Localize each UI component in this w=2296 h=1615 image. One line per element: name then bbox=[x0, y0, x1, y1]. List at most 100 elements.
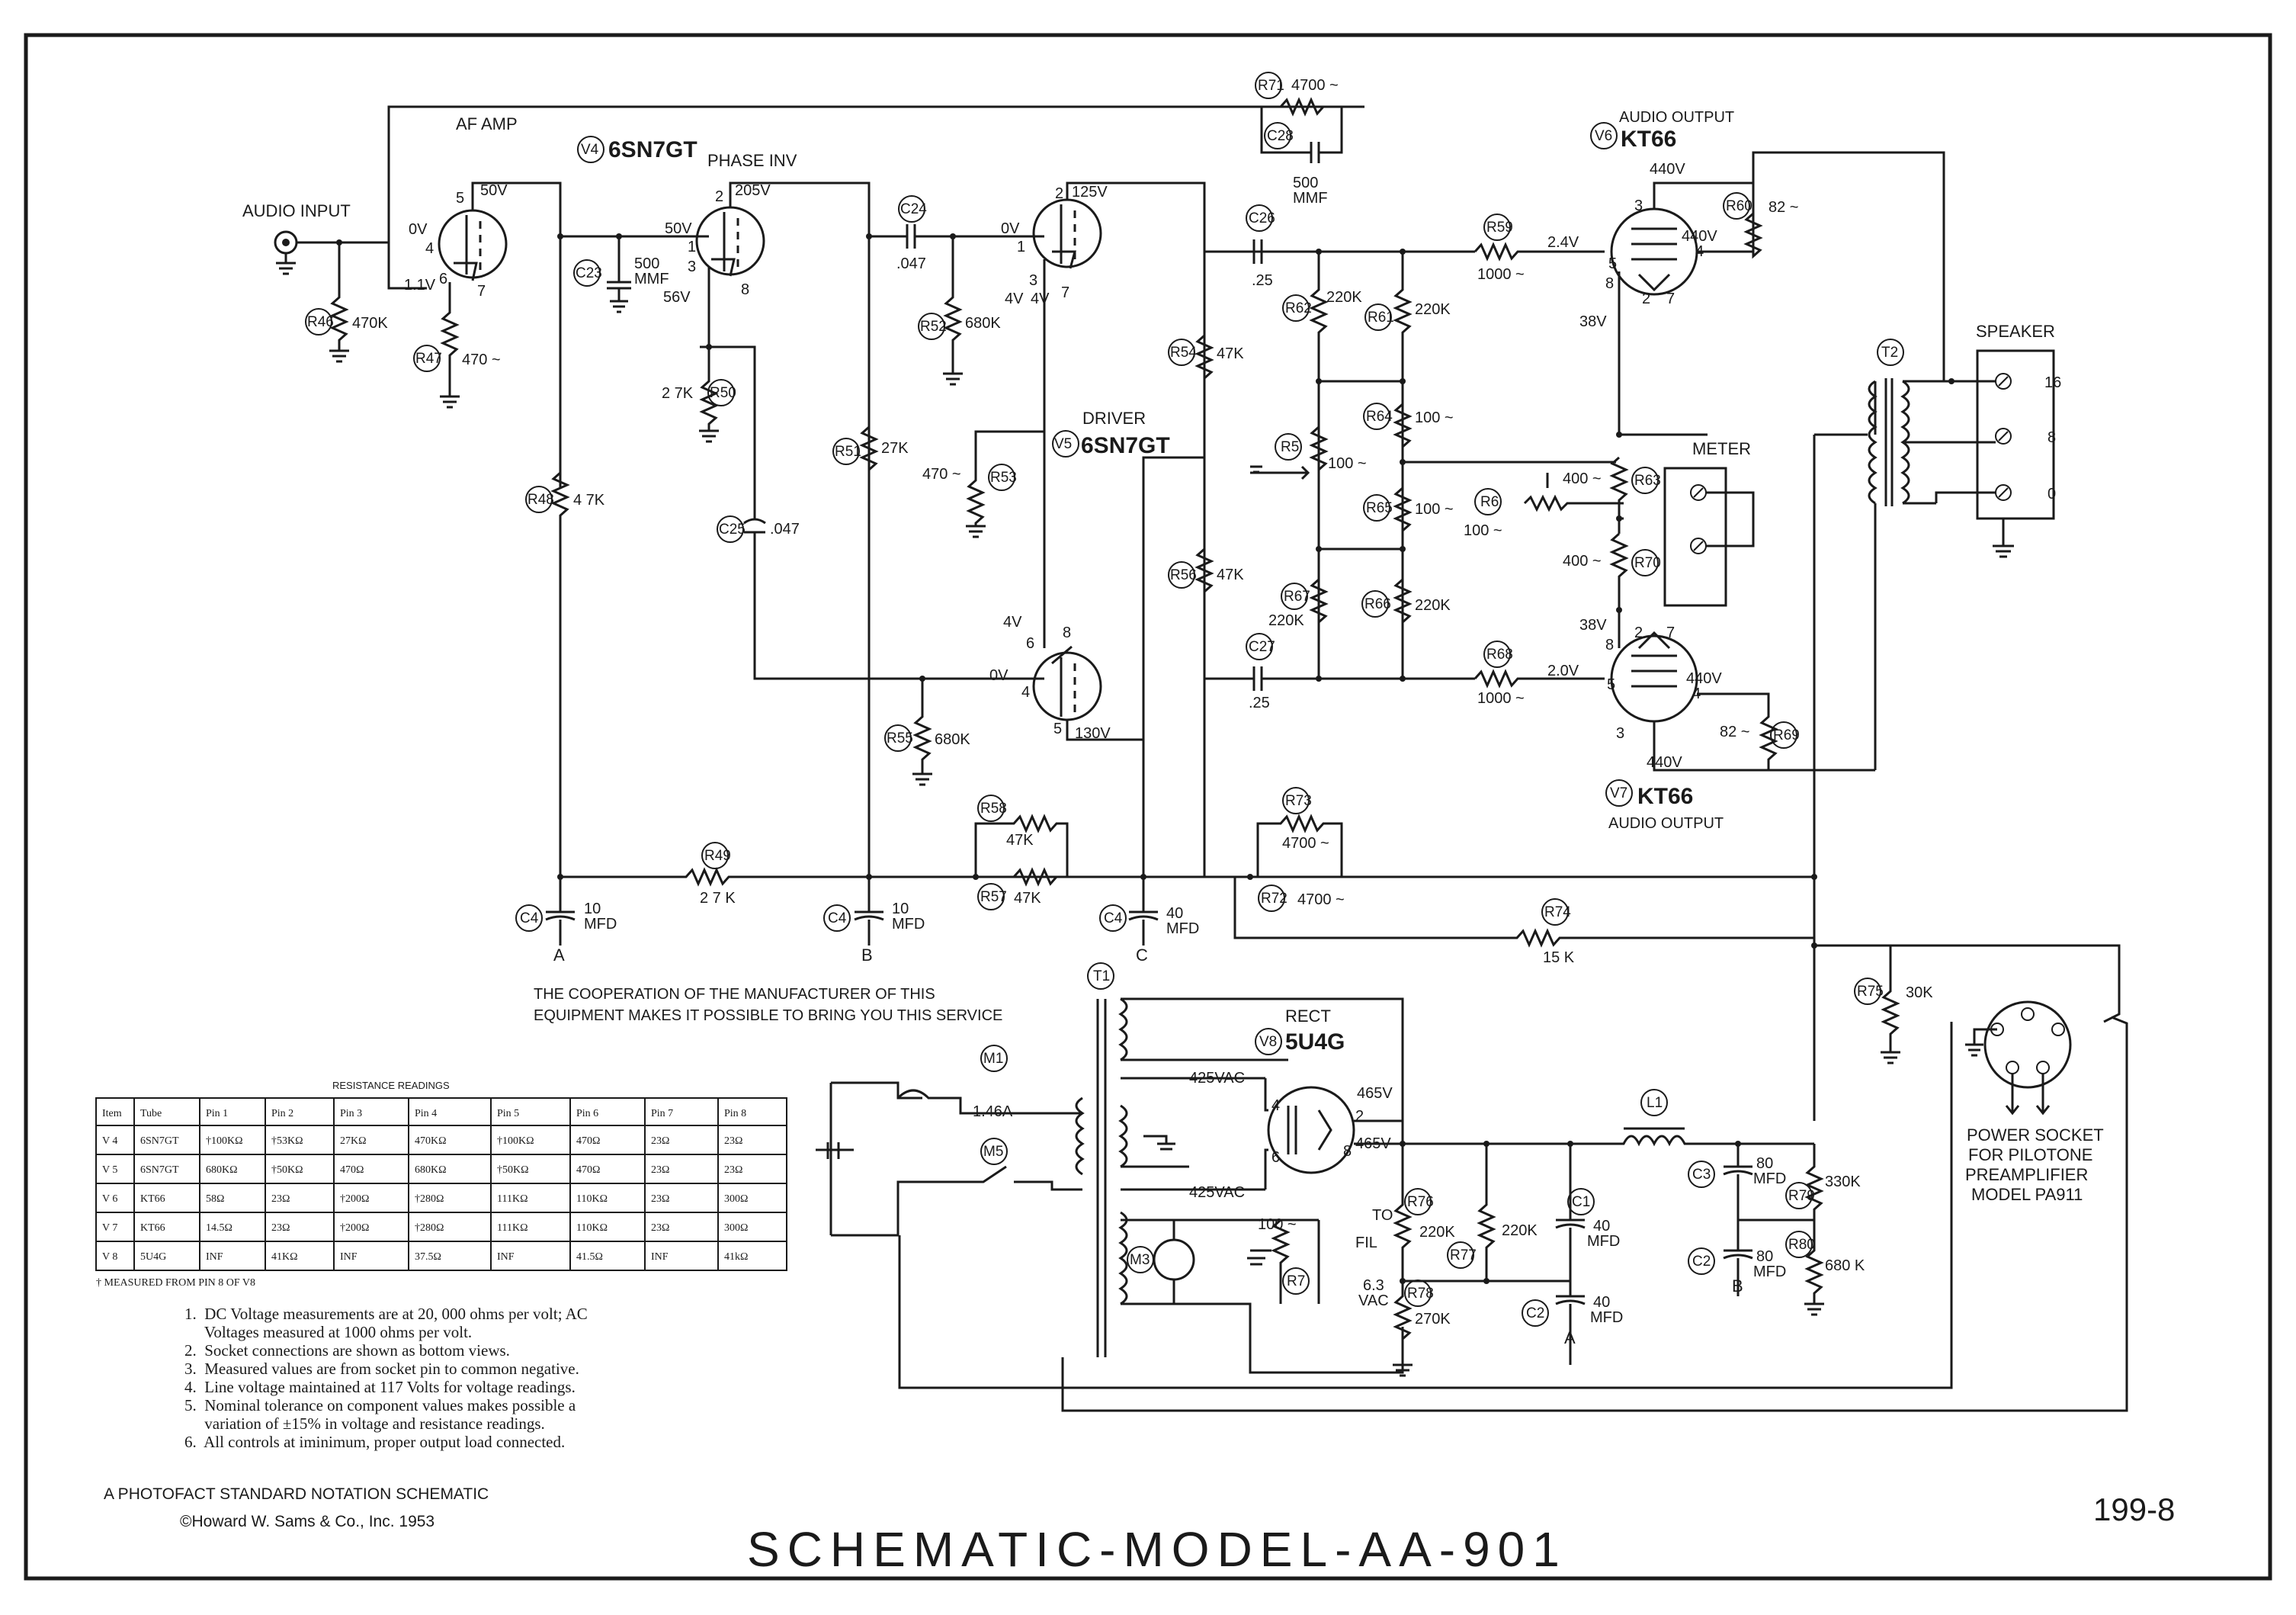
svg-text:MFD: MFD bbox=[1753, 1170, 1786, 1187]
svg-text:PHASE INV: PHASE INV bbox=[707, 151, 797, 170]
svg-text:V6: V6 bbox=[1595, 128, 1612, 144]
svg-text:R63: R63 bbox=[1634, 473, 1661, 489]
table-cell: 111KΩ bbox=[497, 1193, 528, 1205]
table-cell: 23Ω bbox=[271, 1193, 290, 1205]
note-line: 5. Nominal tolerance on component values… bbox=[184, 1396, 576, 1414]
svg-text:8: 8 bbox=[741, 281, 749, 298]
svg-text:MODEL PA911: MODEL PA911 bbox=[1971, 1185, 2083, 1204]
svg-text:40: 40 bbox=[1593, 1294, 1610, 1311]
svg-text:R47: R47 bbox=[415, 351, 442, 367]
svg-text:4: 4 bbox=[1271, 1097, 1280, 1114]
svg-text:MFD: MFD bbox=[1587, 1233, 1620, 1250]
note-line: 3. Measured values are from socket pin t… bbox=[184, 1360, 579, 1378]
table-cell: †100KΩ bbox=[497, 1135, 534, 1147]
table-cell: †50KΩ bbox=[497, 1164, 529, 1176]
meter-box bbox=[1663, 467, 1727, 607]
table-header-cell: Tube bbox=[140, 1108, 162, 1119]
svg-text:2: 2 bbox=[1634, 624, 1643, 641]
svg-text:R71: R71 bbox=[1258, 78, 1284, 94]
svg-text:POWER SOCKET: POWER SOCKET bbox=[1967, 1125, 2104, 1145]
table-cell: 470Ω bbox=[576, 1164, 600, 1176]
svg-text:1: 1 bbox=[1017, 239, 1025, 255]
svg-text:6: 6 bbox=[1271, 1149, 1280, 1166]
svg-text:3: 3 bbox=[1029, 272, 1037, 289]
svg-text:R59: R59 bbox=[1486, 220, 1513, 236]
svg-text:R68: R68 bbox=[1486, 647, 1513, 663]
table-cell: †100KΩ bbox=[206, 1135, 243, 1147]
svg-text:R52: R52 bbox=[920, 319, 947, 335]
svg-text:R60: R60 bbox=[1726, 198, 1752, 214]
table-cell: V 7 bbox=[102, 1222, 117, 1234]
svg-text:50V: 50V bbox=[480, 182, 508, 199]
svg-text:C28: C28 bbox=[1267, 128, 1294, 144]
svg-text:RECT: RECT bbox=[1285, 1007, 1331, 1026]
svg-text:220K: 220K bbox=[1419, 1224, 1455, 1241]
table-cell: 23Ω bbox=[724, 1164, 742, 1176]
svg-text:16: 16 bbox=[2044, 374, 2061, 391]
table-cell: 27KΩ bbox=[340, 1135, 367, 1147]
table-cell: 23Ω bbox=[651, 1135, 669, 1147]
svg-text:R56: R56 bbox=[1170, 567, 1197, 583]
svg-text:FOR PILOTONE: FOR PILOTONE bbox=[1968, 1145, 2092, 1164]
svg-text:1000 ~: 1000 ~ bbox=[1477, 690, 1525, 707]
svg-text:1.46A: 1.46A bbox=[973, 1103, 1013, 1120]
svg-text:FIL: FIL bbox=[1355, 1235, 1377, 1251]
page-code: 199-8 bbox=[2093, 1491, 2175, 1527]
svg-text:C27: C27 bbox=[1249, 639, 1275, 655]
svg-text:500: 500 bbox=[634, 255, 659, 272]
svg-text:5: 5 bbox=[1053, 721, 1062, 737]
svg-text:R46: R46 bbox=[307, 314, 334, 330]
grid-stoppers: R59 1000 ~ 2.4V R68 1000 ~ 2.0V bbox=[1473, 214, 1605, 707]
table-cell: 110KΩ bbox=[576, 1222, 608, 1234]
table-cell: †200Ω bbox=[340, 1222, 369, 1234]
svg-text:B: B bbox=[861, 946, 873, 965]
svg-text:R75: R75 bbox=[1857, 984, 1884, 1000]
table-cell: 37.5Ω bbox=[415, 1251, 441, 1263]
table-cell: 680KΩ bbox=[415, 1164, 447, 1176]
svg-text:4V: 4V bbox=[1031, 291, 1050, 307]
svg-text:100 ~: 100 ~ bbox=[1415, 501, 1454, 518]
svg-text:3: 3 bbox=[688, 258, 696, 275]
svg-text:5: 5 bbox=[1607, 676, 1615, 693]
cooperation-line-1: THE COOPERATION OF THE MANUFACTURER OF T… bbox=[534, 986, 935, 1003]
svg-text:R49: R49 bbox=[704, 848, 731, 864]
svg-text:6: 6 bbox=[439, 271, 447, 287]
svg-text:15 K: 15 K bbox=[1543, 949, 1575, 966]
svg-text:6SN7GT: 6SN7GT bbox=[1081, 433, 1170, 458]
svg-text:KT66: KT66 bbox=[1637, 784, 1693, 809]
svg-text:C2: C2 bbox=[1692, 1254, 1711, 1270]
table-cell: 680KΩ bbox=[206, 1164, 238, 1176]
svg-text:R65: R65 bbox=[1366, 500, 1393, 516]
svg-text:400 ~: 400 ~ bbox=[1563, 553, 1602, 570]
table-header-cell: Pin 4 bbox=[415, 1108, 437, 1119]
svg-text:1000 ~: 1000 ~ bbox=[1477, 266, 1525, 283]
svg-text:C3: C3 bbox=[1692, 1167, 1711, 1183]
svg-text:2.0V: 2.0V bbox=[1547, 663, 1579, 679]
svg-text:400 ~: 400 ~ bbox=[1563, 470, 1602, 487]
table-header-cell: Pin 5 bbox=[497, 1108, 519, 1119]
table-cell: 111KΩ bbox=[497, 1222, 528, 1234]
svg-text:5: 5 bbox=[456, 190, 464, 207]
output-coupling: C26 .25 C27 .25 bbox=[1204, 204, 1475, 711]
svg-text:A: A bbox=[553, 946, 565, 965]
svg-text:R77: R77 bbox=[1450, 1247, 1477, 1263]
note-line: 6. All controls at iminimum, proper outp… bbox=[184, 1433, 565, 1451]
svg-text:R74: R74 bbox=[1544, 904, 1571, 920]
svg-text:METER: METER bbox=[1692, 439, 1751, 458]
svg-text:4: 4 bbox=[1692, 685, 1701, 702]
svg-text:56V: 56V bbox=[663, 289, 691, 306]
table-header-cell: Item bbox=[102, 1108, 122, 1119]
svg-text:440V: 440V bbox=[1650, 161, 1685, 178]
table-cell: 110KΩ bbox=[576, 1193, 608, 1205]
b-plus-rail: R49 2 7 K R58 47K R57 47K R73 4700 ~ R72… bbox=[515, 787, 1817, 1121]
svg-text:R67: R67 bbox=[1284, 589, 1310, 605]
svg-text:220K: 220K bbox=[1326, 289, 1362, 306]
bias-network: R62 220K R61 220K R5 100 ~ R64 100 ~ R65… bbox=[1250, 249, 1624, 682]
svg-text:82 ~: 82 ~ bbox=[1768, 199, 1798, 216]
svg-text:220K: 220K bbox=[1415, 597, 1451, 614]
svg-text:MMF: MMF bbox=[1293, 190, 1328, 207]
svg-text:R48: R48 bbox=[528, 492, 554, 508]
svg-text:V5: V5 bbox=[1054, 436, 1072, 452]
svg-text:100 ~: 100 ~ bbox=[1328, 455, 1367, 472]
